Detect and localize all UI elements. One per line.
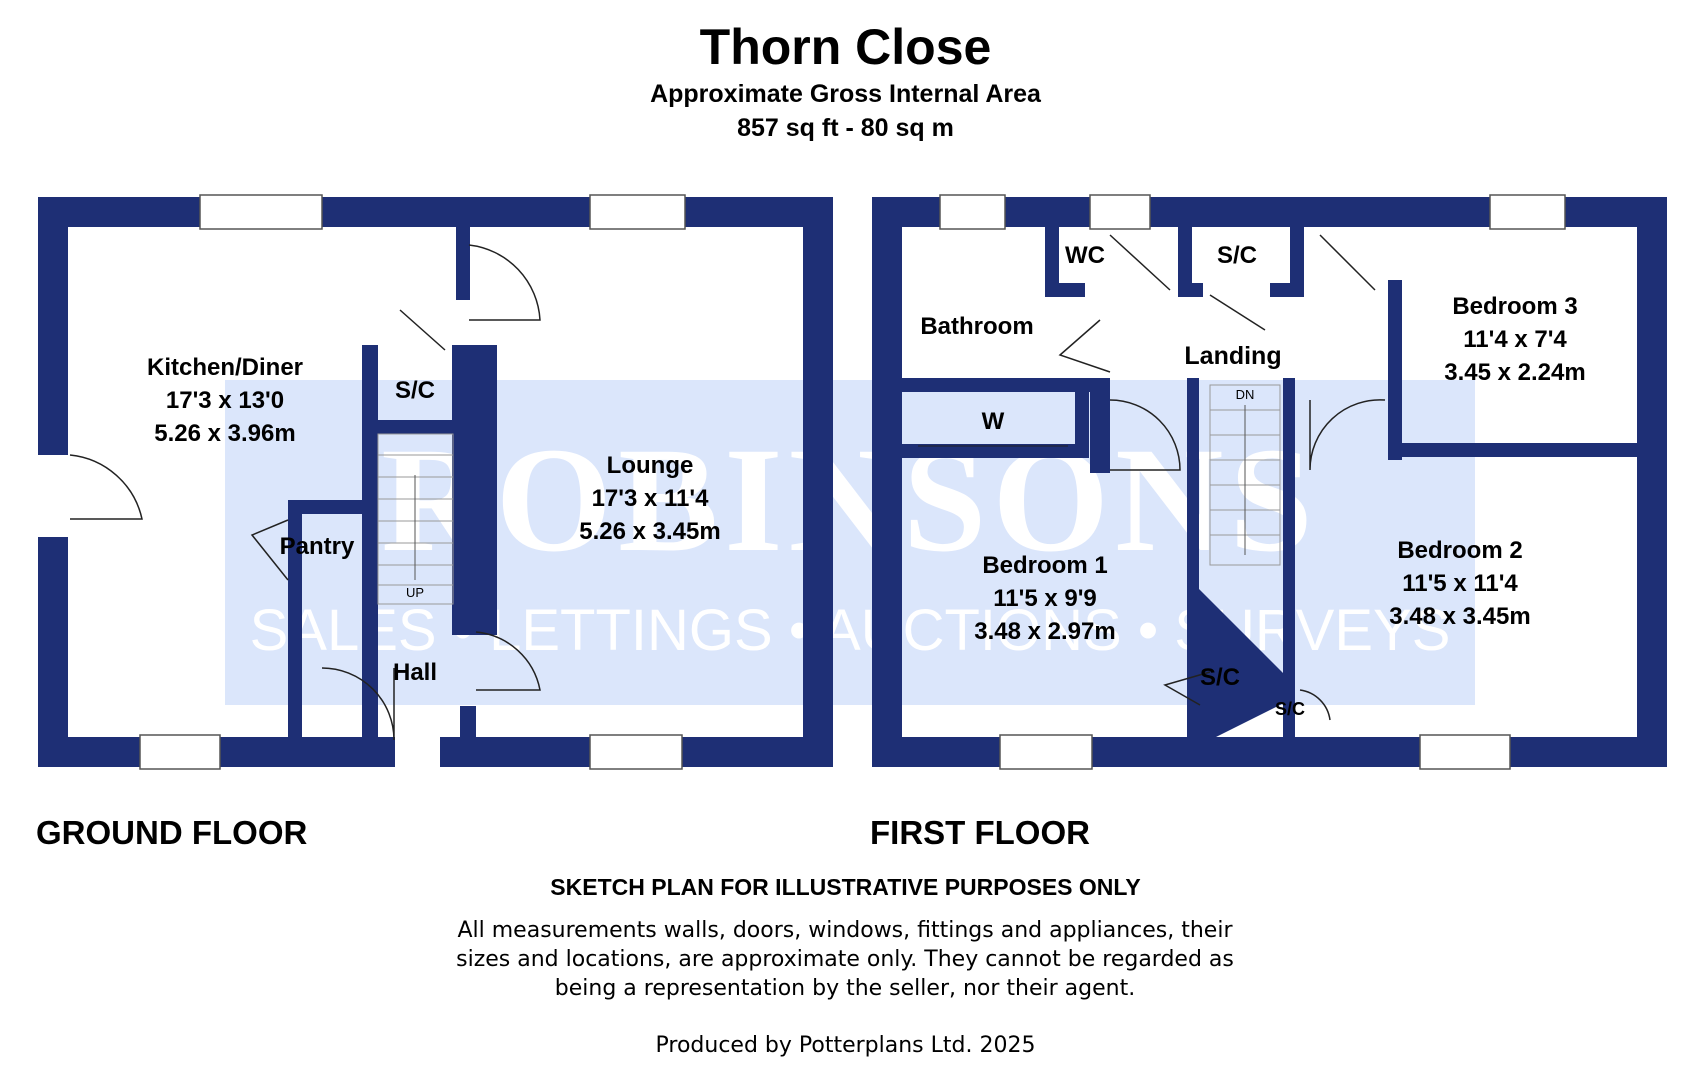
room-name-bedroom3: Bedroom 3 [1452, 293, 1577, 320]
wall [288, 500, 302, 740]
wall [1637, 197, 1667, 767]
first-floor-label: FIRST FLOOR [870, 814, 1090, 851]
room-name-bedroom2: Bedroom 2 [1397, 537, 1522, 564]
door-swing [321, 667, 395, 741]
door-swing [468, 244, 541, 321]
door-swing [1299, 689, 1331, 721]
watermark-brand: ROBINSONS [381, 417, 1319, 583]
window [1489, 194, 1566, 230]
room-name-kitchen: Kitchen/Diner [147, 354, 303, 381]
wall [38, 197, 833, 227]
window [1419, 734, 1511, 770]
stairs-down [1209, 384, 1281, 566]
room-size-metric-lounge: 5.26 x 3.45m [579, 518, 720, 545]
room-size-imperial-lounge: 17'3 x 11'4 [592, 485, 710, 512]
room-size-imperial-bedroom1: 11'5 x 9'9 [993, 585, 1097, 612]
wall [1290, 210, 1304, 295]
room-size-imperial-bedroom3: 11'4 x 7'4 [1463, 326, 1567, 353]
room-name-wc: WC [1065, 242, 1105, 269]
window [589, 734, 683, 770]
window [199, 194, 323, 230]
wall [452, 345, 497, 635]
room-size-metric-bedroom1: 3.48 x 2.97m [974, 618, 1115, 645]
door-swing [475, 631, 541, 691]
plan-title: Thorn Close [699, 19, 992, 75]
window [999, 734, 1093, 770]
room-size-imperial-bedroom2: 11'5 x 11'4 [1402, 570, 1518, 597]
producer-credit: Produced by Potterplans Ltd. 2025 [655, 1033, 1036, 1058]
disclaimer-text: All measurements walls, doors, windows, … [456, 918, 1234, 1001]
plan-subtitle: Approximate Gross Internal Area [650, 80, 1041, 108]
room-name-sc-small: S/C [1275, 699, 1305, 719]
room-name-sc-top: S/C [1217, 242, 1257, 269]
wall [1178, 283, 1203, 297]
wall [888, 444, 1078, 458]
room-name-bedroom1: Bedroom 1 [982, 552, 1107, 579]
room-name-wardrobe: W [982, 408, 1005, 435]
wall [1270, 283, 1304, 297]
door-leaf [1109, 234, 1171, 291]
room-size-metric-bedroom2: 3.48 x 3.45m [1389, 603, 1530, 630]
door-swing [1109, 399, 1181, 471]
ground-floor-label: GROUND FLOOR [36, 814, 308, 851]
gross-area: 857 sq ft - 80 sq m [737, 114, 954, 142]
back-door-opening [36, 455, 70, 537]
room-size-metric-bedroom3: 3.45 x 2.24m [1444, 359, 1585, 386]
room-name-sc-mid: S/C [1200, 664, 1240, 691]
wall [1283, 378, 1295, 738]
room-name-landing: Landing [1184, 342, 1281, 370]
door-leaf [1163, 671, 1211, 706]
wall [888, 378, 1110, 392]
window [939, 194, 1006, 230]
wall [803, 197, 833, 767]
wall [1045, 283, 1085, 297]
disclaimer-title: SKETCH PLAN FOR ILLUSTRATIVE PURPOSES ON… [550, 874, 1141, 900]
door-leaf [250, 519, 289, 581]
stairs-down-label: DN [1236, 387, 1255, 402]
window [589, 194, 686, 230]
wall [872, 197, 902, 767]
wall [362, 434, 378, 739]
room-name-bathroom: Bathroom [920, 313, 1033, 340]
wall [1075, 378, 1089, 458]
wall [1178, 210, 1192, 295]
wall [362, 420, 457, 434]
wall [460, 706, 476, 741]
door-leaf [1209, 294, 1266, 331]
wall [1190, 580, 1290, 740]
stairs-up [377, 433, 454, 605]
door-leaf [1058, 319, 1111, 373]
wall [1388, 280, 1402, 460]
stairs-up-label: UP [406, 585, 424, 600]
watermark-tagline: SALES • LETTINGS • AUCTIONS • SURVEYS [250, 598, 1451, 663]
wall [1388, 443, 1653, 457]
first-floor-plan [872, 197, 1667, 767]
door-swing [69, 454, 143, 520]
wall [1090, 378, 1110, 473]
wall [362, 345, 378, 420]
room-name-lounge: Lounge [607, 452, 694, 479]
room-name-pantry: Pantry [280, 533, 355, 560]
window [1089, 194, 1151, 230]
wall [872, 737, 1667, 767]
room-size-metric-kitchen: 5.26 x 3.96m [154, 420, 295, 447]
door-swing [1309, 399, 1386, 471]
room-name-sc: S/C [395, 377, 435, 404]
door-leaf [1319, 234, 1376, 291]
room-name-hall: Hall [393, 659, 437, 686]
wall [456, 210, 470, 300]
room-size-imperial-kitchen: 17'3 x 13'0 [166, 387, 284, 414]
window [139, 734, 221, 770]
wall [1045, 210, 1059, 295]
front-door-opening [395, 735, 440, 769]
wall [288, 500, 368, 514]
door-leaf [399, 309, 446, 351]
